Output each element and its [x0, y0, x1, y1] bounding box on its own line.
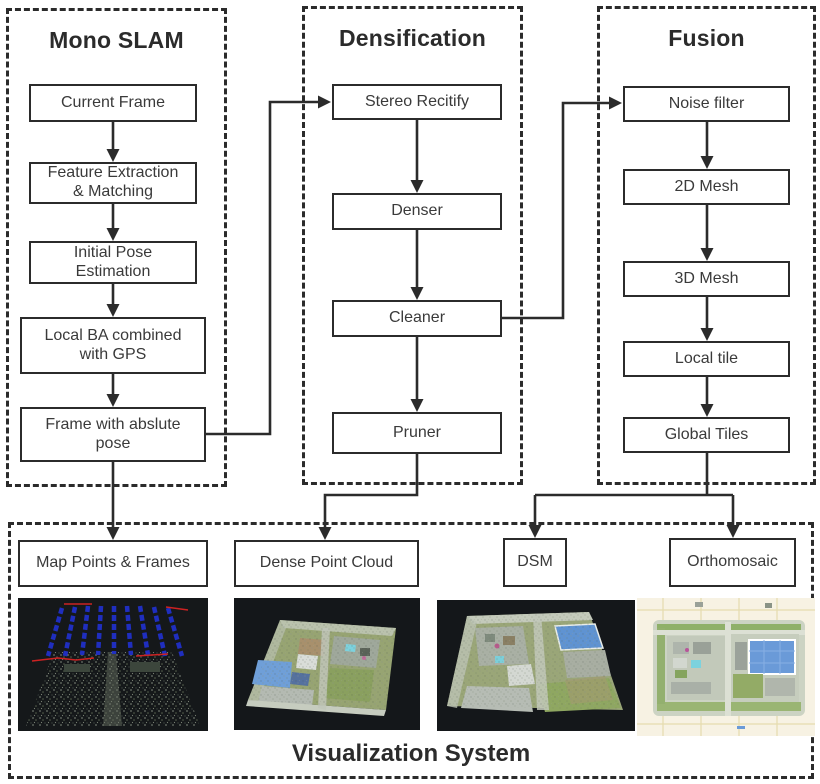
node-pruner: Pruner	[332, 412, 502, 454]
node-map-points-frames: Map Points & Frames	[18, 540, 208, 587]
panel-title-densification: Densification	[338, 25, 486, 51]
node-dsm: DSM	[503, 538, 567, 587]
node-frame-absolute-pose: Frame with abslute pose	[20, 407, 206, 462]
node-stereo-rectify: Stereo Recitify	[332, 84, 502, 120]
panel-fusion: Fusion	[597, 6, 816, 485]
node-orthomosaic: Orthomosaic	[669, 538, 796, 587]
node-current-frame: Current Frame	[29, 84, 197, 122]
node-cleaner: Cleaner	[332, 300, 502, 337]
panel-title-visualization-system: Visualization System	[291, 740, 531, 767]
dense-point-cloud-image	[234, 598, 420, 730]
panel-title-mono-slam: Mono SLAM	[49, 27, 184, 53]
dsm-image	[437, 600, 635, 731]
node-local-ba-gps: Local BA combined with GPS	[20, 317, 206, 374]
node-feature-extraction-matching: Feature Extraction & Matching	[29, 162, 197, 204]
node-3d-mesh: 3D Mesh	[623, 261, 790, 297]
map-points-frames-image	[18, 598, 208, 731]
node-initial-pose-estimation: Initial Pose Estimation	[29, 241, 197, 284]
node-global-tiles: Global Tiles	[623, 417, 790, 453]
node-noise-filter: Noise filter	[623, 86, 790, 122]
node-local-tile: Local tile	[623, 341, 790, 377]
node-2d-mesh: 2D Mesh	[623, 169, 790, 205]
orthomosaic-image	[637, 598, 815, 736]
node-dense-point-cloud: Dense Point Cloud	[234, 540, 419, 587]
node-denser: Denser	[332, 193, 502, 230]
panel-title-fusion: Fusion	[668, 25, 745, 51]
